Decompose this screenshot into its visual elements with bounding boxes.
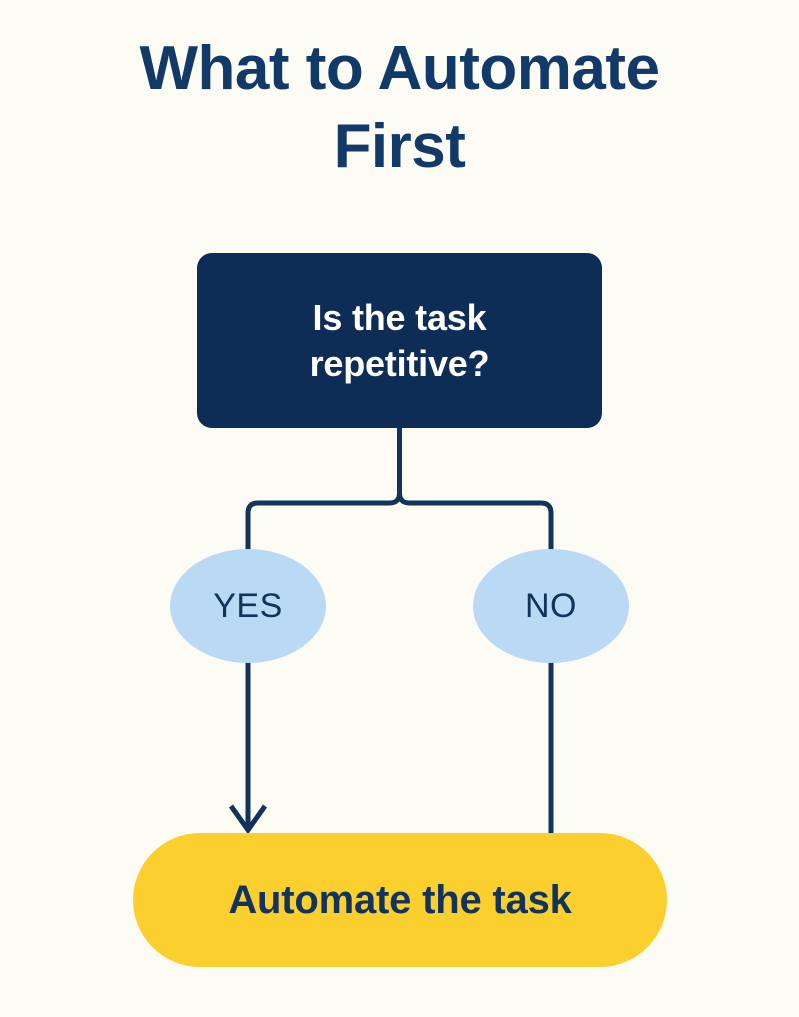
- outcome-node[interactable]: Automate the task: [133, 833, 667, 967]
- connector-branch-no: [397, 492, 554, 552]
- branch-node-no-label: NO: [525, 586, 577, 625]
- arrowhead-icon: [228, 804, 268, 835]
- branch-node-yes[interactable]: YES: [170, 549, 326, 663]
- connector-branch-yes: [245, 492, 402, 552]
- branch-node-no[interactable]: NO: [473, 549, 629, 663]
- decision-node[interactable]: Is the task repetitive?: [197, 253, 602, 428]
- outcome-node-label: Automate the task: [228, 877, 572, 922]
- decision-node-label: Is the task repetitive?: [309, 296, 490, 384]
- page-title: What to Automate First: [139, 34, 660, 181]
- branch-node-yes-label: YES: [213, 586, 283, 625]
